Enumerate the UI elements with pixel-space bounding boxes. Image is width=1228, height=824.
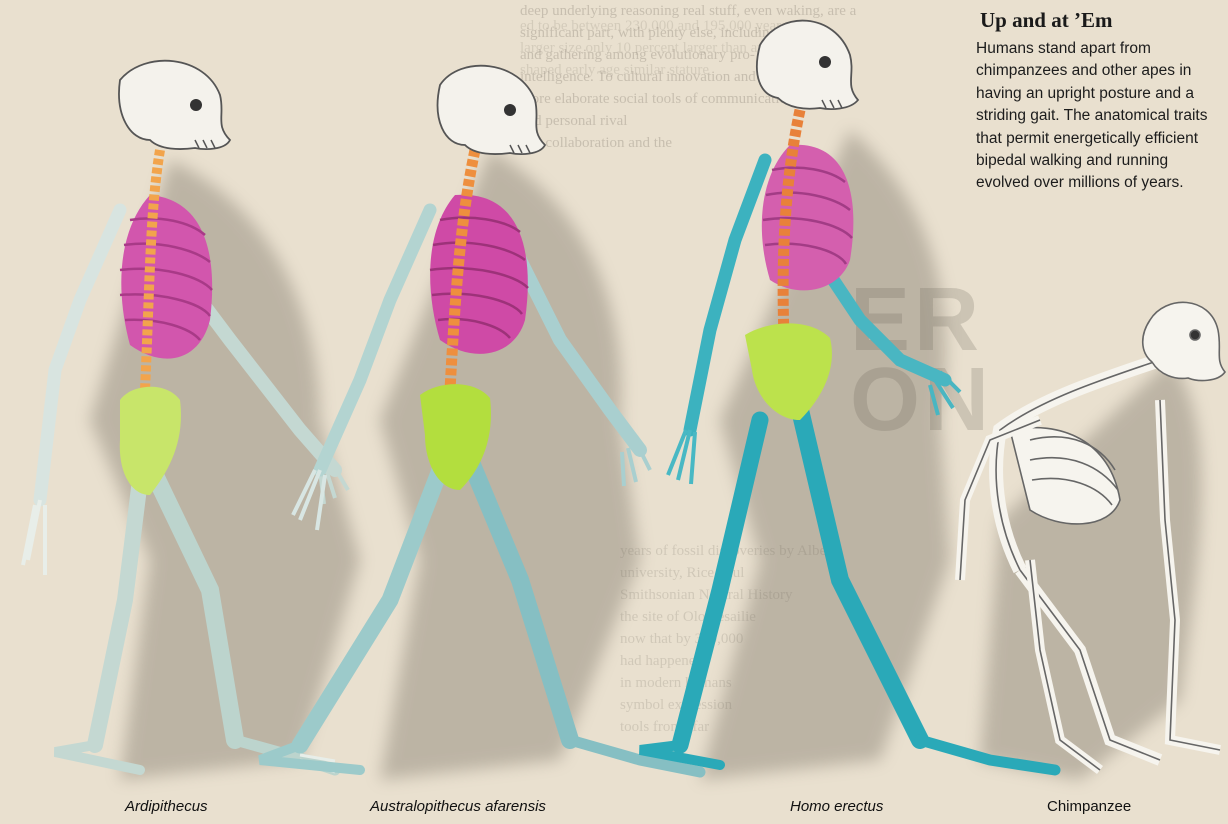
caption-australopithecus: Australopithecus afarensis [370, 798, 546, 815]
sidebar-title: Up and at ’Em [980, 8, 1112, 33]
caption-homo-erectus: Homo erectus [790, 798, 883, 815]
caption-chimpanzee: Chimpanzee [1047, 798, 1131, 815]
caption-ardipithecus: Ardipithecus [125, 798, 208, 815]
sidebar-body: Humans stand apart from chimpanzees and … [976, 38, 1220, 195]
